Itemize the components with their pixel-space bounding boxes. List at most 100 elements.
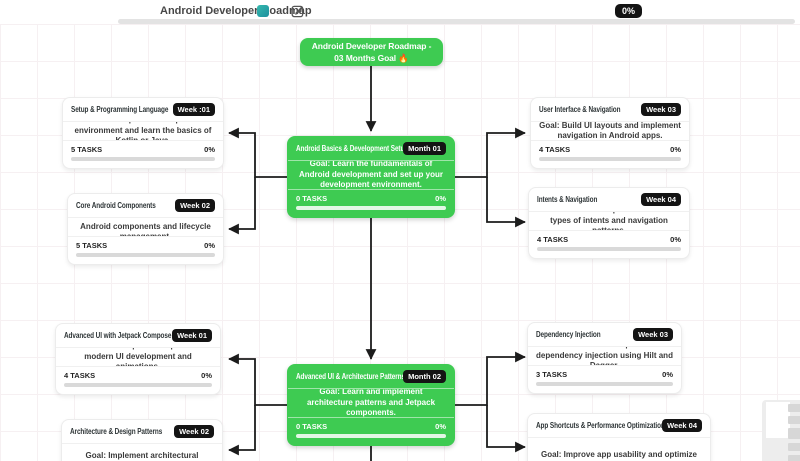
node-footer: 4 TASKS 0% <box>531 141 689 168</box>
node-title: App Shortcuts & Performance Optimization <box>536 421 665 430</box>
node-header: App Shortcuts & Performance Optimization… <box>528 414 710 438</box>
edge-month2-week1 <box>228 353 287 406</box>
root-goal-title: Android Developer Roadmap - 03 Months Go… <box>311 40 432 63</box>
progress-percent: 0% <box>204 145 215 154</box>
month-node-1[interactable]: Android Basics & Development Setup Month… <box>287 136 455 218</box>
node-footer: 0 TASKS 0% <box>288 190 454 217</box>
tasks-count: 5 TASKS <box>76 241 108 250</box>
node-title: Setup & Programming Language <box>71 105 169 114</box>
progress-percent: 0% <box>204 241 215 250</box>
edit-icon[interactable] <box>291 4 305 18</box>
node-goal: Goal: Learn and implement different type… <box>529 212 689 231</box>
week-badge: Week :01 <box>172 103 215 116</box>
node-footer: 5 TASKS 0% <box>68 237 223 264</box>
progress-percent: 0% <box>201 371 212 380</box>
edge-month1-week1 <box>228 127 287 178</box>
minimap-node <box>788 416 800 424</box>
edge-month2-week2 <box>228 405 256 456</box>
node-goal: Goal: Implement architectural patterns t… <box>62 444 222 461</box>
edge-month2-week3 <box>455 351 526 406</box>
week-node-core-components[interactable]: Core Android Components Week 02 Goal: Un… <box>67 193 224 265</box>
node-header: Dependency Injection Week 03 <box>528 323 681 347</box>
progress-percent: 0% <box>435 194 446 203</box>
node-title: Dependency Injection <box>536 330 601 339</box>
week-badge: Week 01 <box>172 329 212 342</box>
progress-percent: 0% <box>435 422 446 431</box>
node-header: Advanced UI & Architecture Patterns Mont… <box>288 365 454 389</box>
edge-month2-week4 <box>486 405 526 453</box>
week-node-app-shortcuts[interactable]: App Shortcuts & Performance Optimization… <box>527 413 711 461</box>
node-title: Intents & Navigation <box>537 195 598 204</box>
node-title: Core Android Components <box>76 201 156 210</box>
node-footer: 4 TASKS 0% <box>56 367 220 394</box>
week-badge: Week 04 <box>662 419 702 432</box>
edge-month1-week2 <box>228 177 256 235</box>
node-footer: 5 TASKS 0% <box>63 141 223 168</box>
week-badge: Week 02 <box>175 199 215 212</box>
week-node-jetpack-compose[interactable]: Advanced UI with Jetpack Compose Week 01… <box>55 323 221 395</box>
tasks-count: 4 TASKS <box>64 371 96 380</box>
progress-track <box>539 157 681 161</box>
progress-track <box>64 383 212 387</box>
minimap-node <box>788 428 800 439</box>
tasks-count: 5 TASKS <box>71 145 103 154</box>
minimap-node <box>788 443 800 451</box>
tasks-count: 3 TASKS <box>536 370 568 379</box>
progress-percent: 0% <box>662 370 673 379</box>
node-title: User Interface & Navigation <box>539 105 621 114</box>
node-header: Architecture & Design Patterns Week 02 <box>62 420 222 444</box>
progress-percent: 0% <box>670 145 681 154</box>
node-title: Architecture & Design Patterns <box>70 427 163 436</box>
node-header: Advanced UI with Jetpack Compose Week 01 <box>56 324 220 348</box>
tasks-count: 0 TASKS <box>296 194 328 203</box>
node-footer: 3 TASKS 0% <box>528 366 681 393</box>
node-footer: 4 TASKS 0% <box>529 231 689 258</box>
month-badge: Month 01 <box>403 142 446 155</box>
week-badge: Week 03 <box>641 103 681 116</box>
week-badge: Week 03 <box>633 328 673 341</box>
node-header: Android Basics & Development Setup Month… <box>288 137 454 161</box>
node-goal: Goal: Learn and implement architecture p… <box>288 389 454 418</box>
week-badge: Week 02 <box>174 425 214 438</box>
node-title: Advanced UI & Architecture Patterns <box>296 372 405 381</box>
progress-percent-badge: 0% <box>615 4 643 18</box>
node-goal: Goal: Improve app usability and optimize… <box>528 438 710 461</box>
month-badge: Month 02 <box>403 370 446 383</box>
node-header: Setup & Programming Language Week :01 <box>63 98 223 122</box>
node-goal: Goal: Learn Jetpack Compose for modern U… <box>56 348 220 367</box>
node-title: Advanced UI with Jetpack Compose <box>64 331 172 340</box>
node-header: Core Android Components Week 02 <box>68 194 223 218</box>
minimap-node <box>788 404 800 412</box>
tasks-count: 4 TASKS <box>539 145 571 154</box>
progress-track <box>296 206 446 210</box>
week-badge: Week 04 <box>641 193 681 206</box>
node-goal: Goal: Learn and implement dependency inj… <box>528 347 681 366</box>
week-node-architecture-patterns[interactable]: Architecture & Design Patterns Week 02 G… <box>61 419 223 461</box>
month-node-2[interactable]: Advanced UI & Architecture Patterns Mont… <box>287 364 455 446</box>
edge-month1-week4 <box>486 177 526 228</box>
tasks-count: 0 TASKS <box>296 422 328 431</box>
minimap-viewport[interactable] <box>766 402 790 438</box>
minimap-node <box>788 455 800 461</box>
week-node-setup-programming[interactable]: Setup & Programming Language Week :01 Go… <box>62 97 224 169</box>
node-goal: Goal: Build UI layouts and implement nav… <box>531 122 689 141</box>
node-title: Android Basics & Development Setup <box>296 144 409 153</box>
progress-track <box>76 253 215 257</box>
progress-track <box>537 247 681 251</box>
node-goal: Goal: Understand fundamental Android com… <box>68 218 223 237</box>
node-header: Intents & Navigation Week 04 <box>529 188 689 212</box>
roadmap-app-icon <box>257 5 269 17</box>
topbar: Android Developer Roadmap 0% <box>0 0 800 24</box>
progress-percent: 0% <box>670 235 681 244</box>
week-node-intents-navigation[interactable]: Intents & Navigation Week 04 Goal: Learn… <box>528 187 690 259</box>
tasks-count: 4 TASKS <box>537 235 569 244</box>
topbar-progress-track <box>118 19 795 24</box>
root-goal-node[interactable]: Android Developer Roadmap - 03 Months Go… <box>300 38 443 66</box>
minimap[interactable] <box>762 400 800 461</box>
progress-track <box>71 157 215 161</box>
edge-month1-week3 <box>455 127 526 178</box>
week-node-ui-navigation[interactable]: User Interface & Navigation Week 03 Goal… <box>530 97 690 169</box>
week-node-dependency-injection[interactable]: Dependency Injection Week 03 Goal: Learn… <box>527 322 682 394</box>
progress-track <box>536 382 673 386</box>
